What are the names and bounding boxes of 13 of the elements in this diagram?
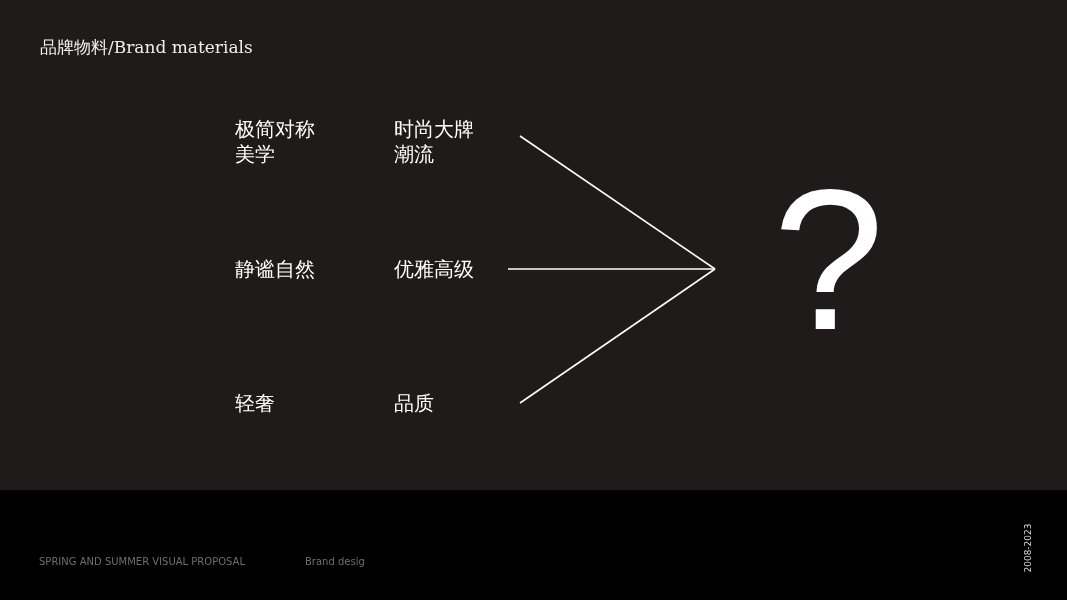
year-range: 2008-2023 xyxy=(1022,523,1033,573)
keyword-text: 品质 xyxy=(394,391,520,416)
slide-title: 品牌物料/Brand materials xyxy=(40,36,253,59)
keyword-text: 轻奢 xyxy=(235,391,319,416)
footer-text: Brand desig xyxy=(305,556,365,567)
keyword-text: 优雅高级 xyxy=(394,257,508,282)
keyword-text: 静谧自然 xyxy=(235,257,319,282)
connector-line xyxy=(507,268,716,270)
keyword-text: 时尚大牌潮流 xyxy=(394,117,520,167)
connector-line xyxy=(519,268,716,404)
footer-text: SPRING AND SUMMER VISUAL PROPOSAL xyxy=(39,556,245,567)
keyword-text: 极简对称美学 xyxy=(235,117,319,167)
connector-line xyxy=(519,135,716,270)
